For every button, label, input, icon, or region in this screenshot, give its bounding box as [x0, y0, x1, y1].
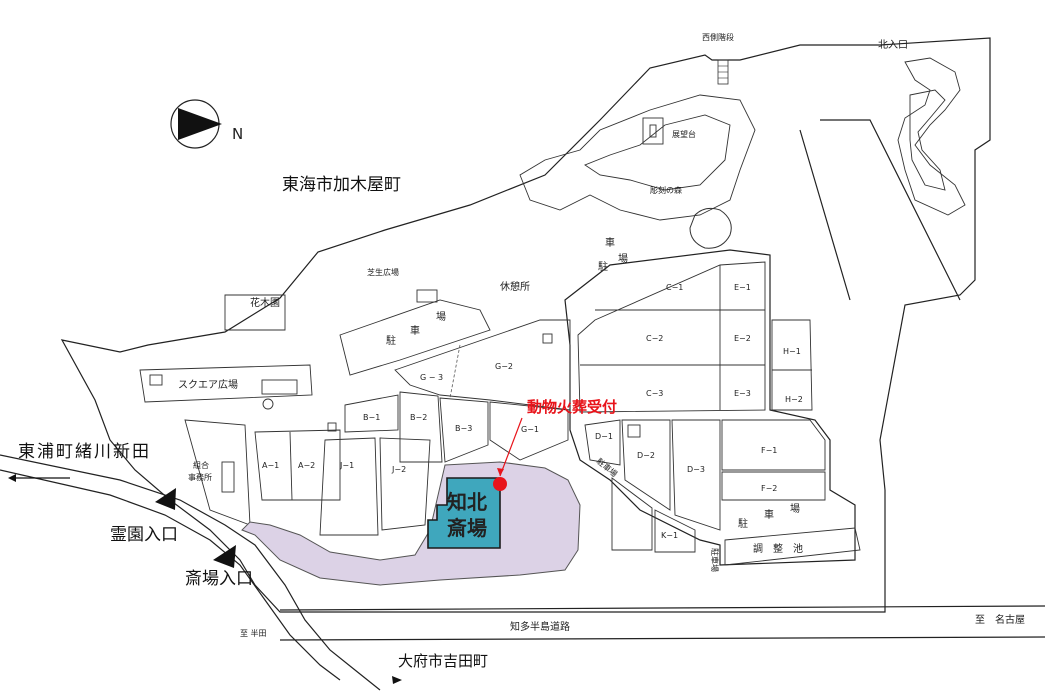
parking-north-1: 駐: [598, 260, 608, 273]
site-boundary: [60, 37, 991, 613]
section-C2: C−2: [646, 334, 663, 343]
observatory-platform: [642, 117, 664, 145]
west-stairs-label: 西側階段: [702, 32, 734, 42]
parking-main-3: 場: [436, 310, 446, 323]
section-A2: A−2: [298, 461, 315, 470]
to-nagoya-label: 至 名古屋: [975, 613, 1025, 626]
regulation-pond: [724, 527, 861, 566]
to-handa-label: 至 半田: [240, 628, 267, 638]
crematorium-entrance-arrow-icon: [213, 545, 236, 568]
parking-south-label: 駐車場: [710, 548, 720, 572]
section-H2: H−2: [785, 395, 803, 404]
section-H1: H−1: [783, 347, 801, 356]
pet-reception-marker: [493, 477, 507, 491]
facility-name-line2: 斎場: [447, 516, 487, 540]
west-stairs-icon: [717, 59, 729, 85]
section-E3: E−3: [734, 389, 751, 398]
north-trail: [897, 57, 966, 216]
north-trail-inner: [909, 89, 946, 191]
cemetery-entrance-label: 霊園入口: [110, 525, 178, 545]
union-office-label-1: 組合: [193, 460, 209, 470]
parking-main-1: 駐: [386, 334, 396, 347]
parking-east-1: 駐: [738, 517, 748, 530]
crematorium-grounds: [241, 461, 581, 586]
area-town-north: 東海市加木屋町: [282, 175, 401, 195]
section-E2: E−2: [734, 334, 751, 343]
flower-garden-label: 花木園: [250, 296, 280, 309]
facility-name-line1: 知北: [447, 490, 487, 514]
pond-shape: [689, 207, 732, 249]
square-plaza-label: スクエア広場: [178, 378, 238, 391]
section-D3: D−3: [687, 465, 705, 474]
crematorium-building: [427, 477, 501, 549]
section-C1: C−1: [666, 283, 683, 292]
lawn-plaza-label: 芝生広場: [367, 267, 399, 277]
pet-reception-label: 動物火葬受付: [527, 398, 617, 416]
marker-leader-line: [499, 417, 523, 477]
area-town-west: 東浦町緒川新田: [18, 442, 151, 462]
parking-east-3: 場: [790, 502, 800, 515]
section-F2: F−2: [761, 484, 777, 493]
forest-path: [519, 94, 756, 221]
section-G1: G−1: [521, 425, 539, 434]
parking-north-3: 場: [618, 252, 628, 265]
rest-area-label: 休憩所: [500, 280, 530, 293]
parking-north-2: 車: [605, 236, 615, 249]
section-A1: A−1: [262, 461, 279, 470]
section-E1: E−1: [734, 283, 751, 292]
section-D2: D−2: [637, 451, 655, 460]
parking-main-2: 車: [410, 324, 420, 337]
observatory-label: 展望台: [672, 129, 696, 139]
compass-rose: [170, 99, 222, 149]
section-C3: C−3: [646, 389, 663, 398]
sculpture-forest-label: 彫刻の森: [650, 185, 682, 195]
west-road: [0, 454, 381, 691]
area-town-south: 大府市吉田町: [398, 652, 488, 670]
section-J1: J−1: [339, 461, 354, 470]
main-road: [564, 249, 856, 566]
cemetery-entrance-arrow-icon: [155, 488, 176, 510]
crematorium-entrance-label: 斎場入口: [185, 569, 253, 589]
section-G3: G − 3: [420, 373, 443, 382]
section-D1: D−1: [595, 432, 613, 441]
north-road: [799, 119, 961, 301]
section-K1: K−1: [661, 531, 678, 540]
section-F1: F−1: [761, 446, 777, 455]
section-B3: B−3: [455, 424, 472, 433]
section-B1: B−1: [363, 413, 380, 422]
section-J2: J−2: [391, 465, 406, 474]
union-office-label-2: 事務所: [188, 472, 212, 482]
forest-path-inner: [584, 114, 731, 191]
north-entrance-label: 北入口: [878, 39, 908, 51]
section-G2: G−2: [495, 362, 513, 371]
parking-small-label: 駐車場: [595, 456, 620, 479]
section-B2: B−2: [410, 413, 427, 422]
highway-label: 知多半島道路: [510, 620, 570, 633]
pond-label: 調 整 池: [753, 542, 803, 555]
south-arrow-icon: [392, 676, 402, 684]
parking-east-2: 車: [764, 508, 774, 521]
compass-label: N: [232, 125, 243, 143]
